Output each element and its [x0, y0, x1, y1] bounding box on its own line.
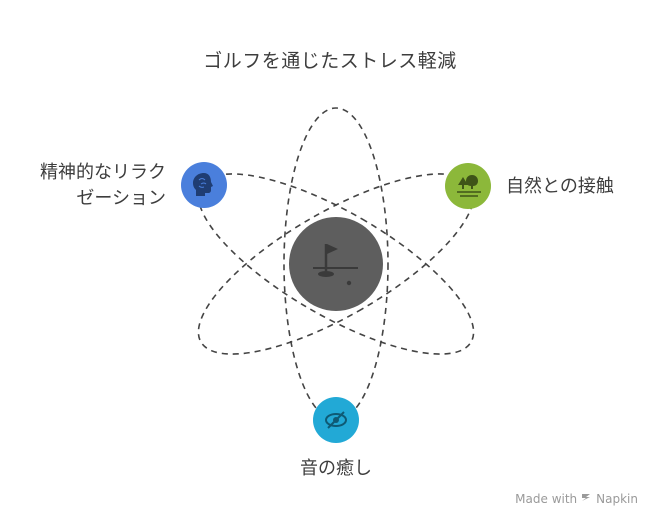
label-sound-healing: 音の癒し	[300, 458, 372, 479]
napkin-logo-icon	[581, 492, 592, 506]
watermark: Made with Napkin	[515, 492, 638, 506]
node-sound-healing	[313, 397, 359, 443]
label-mental-relaxation: 精神的なリラク ゼーション	[40, 160, 166, 212]
node-mental-relaxation	[181, 162, 227, 208]
diagram-title: ゴルフを通じたストレス軽減	[203, 50, 457, 72]
trees-landscape-icon	[457, 175, 481, 197]
watermark-prefix: Made with	[515, 492, 578, 506]
node-nature-contact	[445, 163, 491, 209]
golf-flag-hole-icon	[313, 244, 358, 286]
center-node	[289, 217, 383, 311]
label-mental-line1: 精神的なリラク	[40, 162, 166, 183]
brain-head-icon	[193, 173, 213, 196]
watermark-brand: Napkin	[596, 492, 638, 506]
label-mental-line2: ゼーション	[76, 188, 166, 209]
label-nature-contact: 自然との接触	[506, 176, 614, 197]
eye-slash-icon	[325, 411, 347, 429]
orbit-vertical	[283, 107, 389, 421]
